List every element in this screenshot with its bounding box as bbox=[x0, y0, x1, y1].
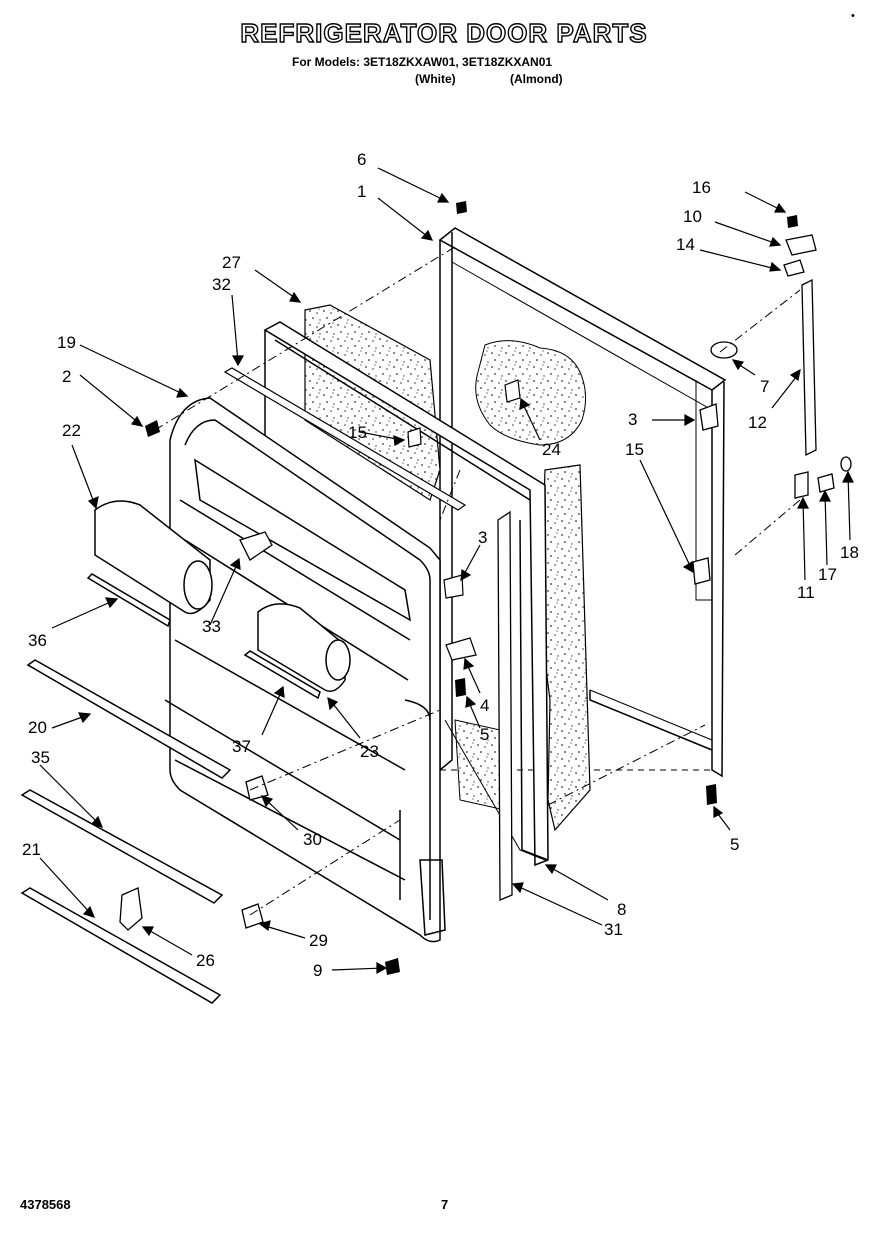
callout-22: 22 bbox=[62, 421, 81, 440]
callout-16: 16 bbox=[692, 178, 711, 197]
clip-29 bbox=[241, 903, 264, 929]
gasket-strip bbox=[223, 367, 467, 511]
door-gasket-frame bbox=[263, 321, 549, 867]
callout-29: 29 bbox=[309, 931, 328, 950]
bracket-26 bbox=[119, 887, 143, 931]
callout-4: 4 bbox=[480, 696, 489, 715]
callout-33: 33 bbox=[202, 617, 221, 636]
callout-5-right: 5 bbox=[730, 835, 739, 854]
callout-8: 8 bbox=[617, 900, 626, 919]
callout-37: 37 bbox=[232, 737, 251, 756]
variant-almond-label: (Almond) bbox=[510, 72, 563, 86]
callout-14: 14 bbox=[676, 235, 695, 254]
callout-27: 27 bbox=[222, 253, 241, 272]
door-bin-middle bbox=[243, 603, 351, 700]
door-bin-upper bbox=[86, 500, 213, 628]
variant-white-label: (White) bbox=[415, 72, 456, 86]
shelf-rail-35 bbox=[20, 789, 224, 904]
clip-30 bbox=[245, 775, 269, 801]
document-number: 4378568 bbox=[20, 1197, 71, 1212]
corner-mark: • bbox=[851, 10, 855, 22]
callout-32: 32 bbox=[212, 275, 231, 294]
callout-9: 9 bbox=[313, 961, 322, 980]
callout-21: 21 bbox=[22, 840, 41, 859]
callout-20: 20 bbox=[28, 718, 47, 737]
shelf-rail-21 bbox=[20, 887, 222, 1004]
callout-36: 36 bbox=[28, 631, 47, 650]
callout-15-center: 15 bbox=[348, 423, 367, 442]
shelf-rail-20 bbox=[26, 659, 232, 779]
callout-7: 7 bbox=[760, 377, 769, 396]
callout-10: 10 bbox=[683, 207, 702, 226]
callout-31: 31 bbox=[604, 920, 623, 939]
callout-labels: 6 1 16 10 14 27 32 19 7 2 3 12 22 15 24 … bbox=[22, 150, 859, 980]
guide-lines bbox=[154, 244, 801, 916]
callout-26: 26 bbox=[196, 951, 215, 970]
leader-lines bbox=[39, 167, 854, 975]
callout-2: 2 bbox=[62, 367, 71, 386]
page-number: 7 bbox=[441, 1197, 449, 1212]
callout-1: 1 bbox=[357, 182, 366, 201]
shelf-retainer bbox=[239, 531, 273, 561]
callout-17: 17 bbox=[818, 565, 837, 584]
callout-6: 6 bbox=[357, 150, 366, 169]
page-title: REFRIGERATOR DOOR PARTS bbox=[240, 17, 648, 48]
center-hinge-parts bbox=[407, 379, 521, 661]
callout-19: 19 bbox=[57, 333, 76, 352]
screws bbox=[145, 201, 798, 975]
callout-15-right: 15 bbox=[625, 440, 644, 459]
breaker-strip bbox=[497, 510, 513, 901]
callout-35: 35 bbox=[31, 748, 50, 767]
callout-24: 24 bbox=[542, 440, 561, 459]
callout-12: 12 bbox=[748, 413, 767, 432]
callout-23: 23 bbox=[360, 742, 379, 761]
callout-3-upper: 3 bbox=[628, 410, 637, 429]
callout-3-center: 3 bbox=[478, 528, 487, 547]
foam-insulation-top bbox=[304, 304, 441, 501]
callout-30: 30 bbox=[303, 830, 322, 849]
hinge-assembly bbox=[692, 234, 852, 585]
foam-cutaway bbox=[475, 340, 586, 446]
models-line: For Models: 3ET18ZKXAW01, 3ET18ZKXAN01 bbox=[292, 55, 553, 69]
callout-5-center: 5 bbox=[480, 725, 489, 744]
callout-18: 18 bbox=[840, 543, 859, 562]
callout-11: 11 bbox=[797, 583, 815, 602]
